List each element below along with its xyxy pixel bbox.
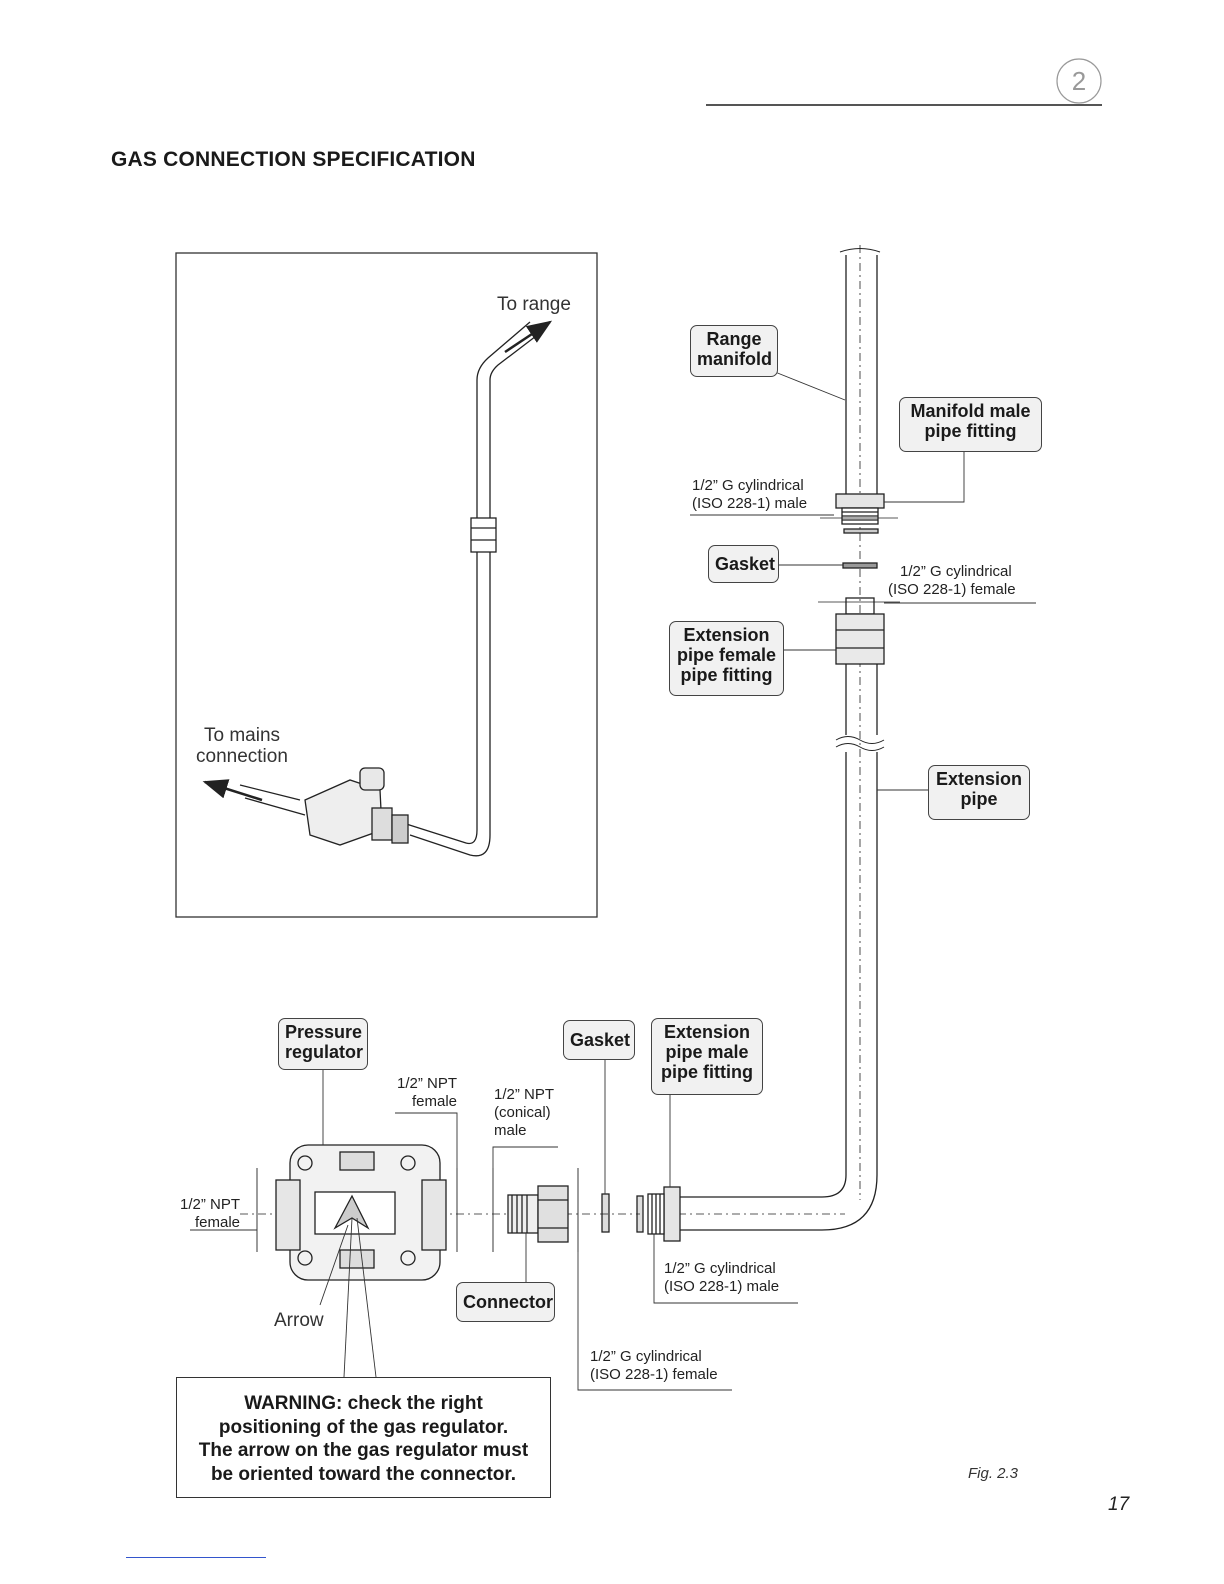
chapter-circle-icon: 2 <box>1056 58 1102 104</box>
leader-lines <box>190 371 1036 1391</box>
manifold-thread-spec: 1/2” G cylindrical (ISO 228-1) male <box>692 477 808 512</box>
warning-line: positioning of the gas regulator. <box>218 1416 509 1438</box>
to-mains-label-line1: To mains <box>204 725 281 746</box>
header-rule <box>706 104 1102 106</box>
npt-conical-male-spec: 1/2” NPT (conical) male <box>494 1086 555 1139</box>
extension-female-fitting-label: Extension pipe female pipe fitting <box>669 621 784 696</box>
pressure-regulator-label: Pressure regulator <box>278 1018 368 1070</box>
figure-caption: Fig. 2.3 <box>968 1465 1019 1482</box>
footer-link-rule <box>126 1557 266 1558</box>
warning-line: WARNING: check the right <box>244 1393 483 1414</box>
gasket-bottom-label: Gasket <box>563 1020 635 1060</box>
range-manifold-label: Range manifold <box>690 325 778 377</box>
manifold-and-extension-pipe <box>601 245 900 1242</box>
inset-pipe-illustration <box>202 320 553 857</box>
connector-label: Connector <box>456 1282 555 1322</box>
warning-box: WARNING: check the right positioning of … <box>176 1377 551 1498</box>
gasket-top-label: Gasket <box>708 545 779 583</box>
npt-female-left-spec: 1/2” NPT female <box>179 1196 240 1231</box>
page-title: GAS CONNECTION SPECIFICATION <box>111 148 476 171</box>
page-number: 17 <box>1108 1494 1130 1515</box>
extension-male-fitting-label: Extension pipe male pipe fitting <box>651 1018 763 1095</box>
manifold-male-fitting-label: Manifold male pipe fitting <box>899 397 1042 452</box>
warning-line: be oriented toward the connector. <box>210 1463 517 1485</box>
warning-line: The arrow on the gas regulator must <box>198 1440 529 1461</box>
extension-pipe-label: Extension pipe <box>928 765 1030 820</box>
female-thread-bottom-spec: 1/2” G cylindrical (ISO 228-1) female <box>590 1348 718 1383</box>
male-thread-bottom-spec: 1/2” G cylindrical (ISO 228-1) male <box>664 1260 780 1295</box>
inset-frame <box>175 252 598 918</box>
chapter-number-badge: 2 <box>1054 56 1104 106</box>
flow-arrow-icon <box>333 1194 370 1230</box>
to-mains-label-line2: connection <box>196 746 288 767</box>
chapter-number: 2 <box>1072 66 1086 96</box>
to-range-label: To range <box>497 294 571 315</box>
npt-female-right-spec: 1/2” NPT female <box>396 1075 457 1110</box>
female-thread-top-spec: 1/2” G cylindrical (ISO 228-1) female <box>888 563 1016 598</box>
regulator-assembly <box>240 1144 640 1281</box>
arrow-label: Arrow <box>274 1310 324 1331</box>
